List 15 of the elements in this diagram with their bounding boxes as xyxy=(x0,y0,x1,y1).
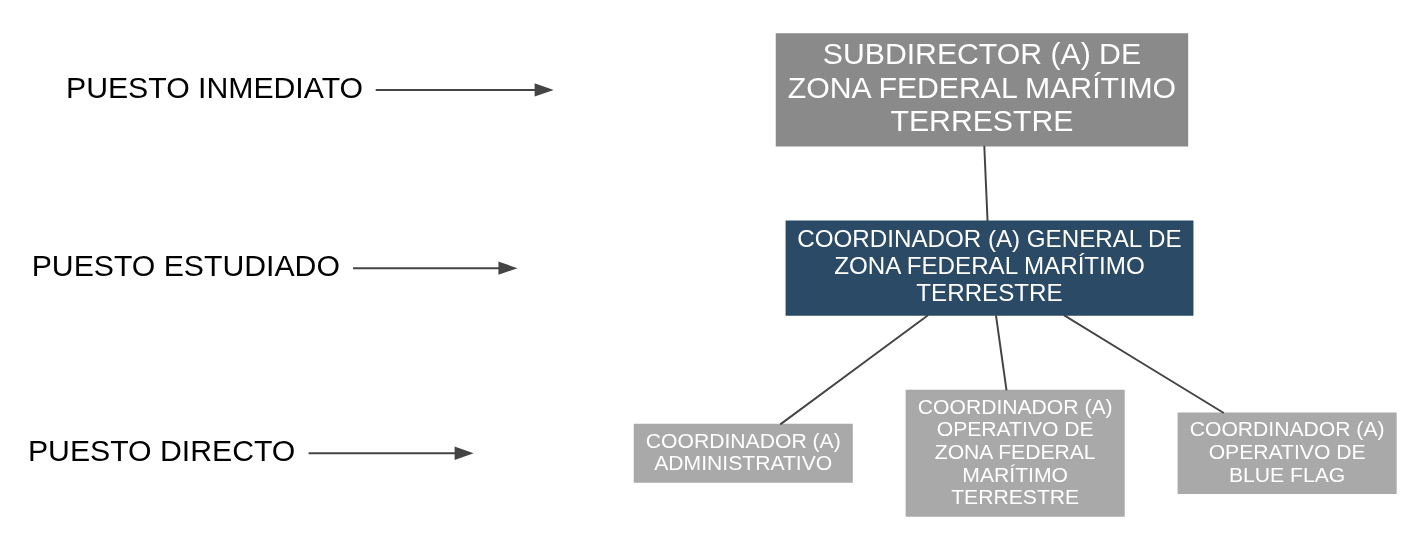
node-box: COORDINADOR (A) GENERAL DE ZONA FEDERAL MARÍTIMO TERRESTRE xyxy=(785,220,1194,316)
node-box: COORDINADOR (A) ADMINISTRATIVO xyxy=(633,423,853,483)
node-box: COORDINADOR (A) OPERATIVO DE ZONA FEDERAL MARÍTIMO TERRESTRE xyxy=(905,389,1125,517)
node-box: SUBDIRECTOR (A) DE ZONA FEDERAL MARÍTIMO TERRESTRE xyxy=(775,33,1189,147)
connector xyxy=(983,144,989,223)
arrow xyxy=(352,261,518,275)
connector xyxy=(1062,314,1225,414)
node-text: PUESTO INMEDIATO xyxy=(66,70,364,104)
arrow xyxy=(307,446,474,460)
node-text: PUESTO DIRECTO xyxy=(27,433,296,467)
node-text: PUESTO ESTUDIADO xyxy=(31,248,340,282)
arrow xyxy=(374,83,554,97)
connector xyxy=(779,314,929,426)
node-box: COORDINADOR (A) OPERATIVO DE BLUE FLAG xyxy=(1177,412,1397,495)
connector xyxy=(994,314,1008,392)
